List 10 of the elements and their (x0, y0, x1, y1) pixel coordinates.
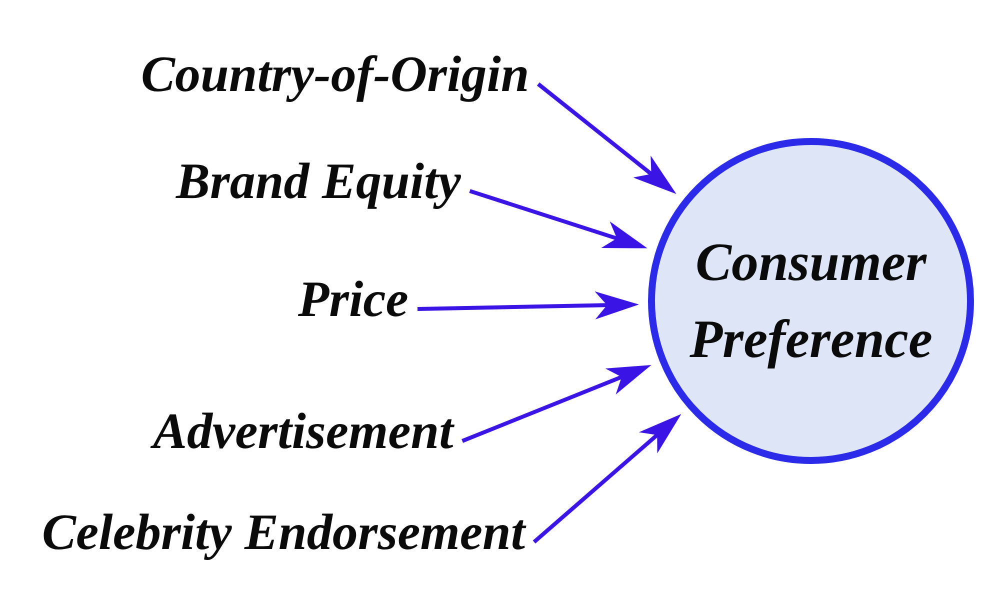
factor-text: Price (298, 272, 408, 328)
arrow (532, 414, 682, 544)
arrow (536, 82, 676, 194)
arrow (417, 291, 639, 320)
circle-text: Consumer Preference (688, 231, 934, 371)
factor-text: Country-of-Origin (141, 47, 530, 104)
factor-text: Brand Equity (176, 154, 461, 210)
arrow (462, 365, 652, 443)
factor-text: Celebrity Endorsement (42, 505, 526, 562)
arrow (469, 189, 648, 248)
